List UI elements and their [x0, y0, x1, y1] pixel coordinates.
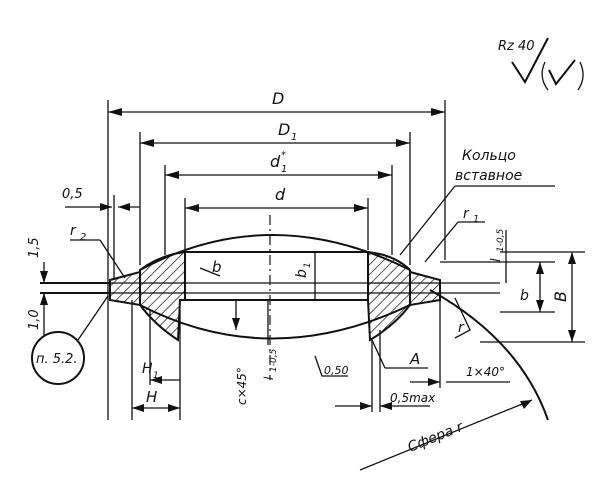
dimension-B: B — [480, 251, 585, 343]
dimension-angle: 1×40° — [410, 300, 510, 388]
label-r2-sub: 2 — [80, 232, 86, 243]
roughness-symbol: Rz 40 — [498, 37, 584, 91]
label-A: A — [409, 350, 420, 368]
sphere-callout: Сфера r — [359, 399, 533, 471]
label-ring-2: вставное — [455, 168, 522, 184]
label-note: п. 5.2. — [36, 352, 78, 367]
label-r1: r — [463, 206, 470, 222]
dimension-max: 0,5max — [335, 330, 436, 412]
label-l-top-sub: 1-0,5 — [496, 228, 506, 252]
label-chamfer: c×45° — [235, 367, 249, 405]
dimension-D: D — [107, 89, 446, 420]
dimension-d: d — [184, 185, 369, 250]
label-1-5: 1,5 — [27, 237, 42, 258]
label-b-right: b — [520, 288, 529, 304]
label-0-5: 0,5 — [62, 187, 83, 202]
dimension-b-right: b — [440, 261, 555, 313]
dimension-chamfer: c×45° — [232, 300, 249, 405]
dimension-b1: b 1 — [294, 252, 316, 300]
ring-callout: Кольцо вставное — [399, 148, 555, 256]
label-sphere: Сфера r — [406, 419, 467, 456]
label-l-bottom: l — [262, 376, 276, 380]
label-D1-sub: 1 — [291, 132, 297, 143]
note-callout: п. 5.2. — [31, 295, 109, 385]
label-r1-group: r 1 l 1-0,5 — [424, 206, 507, 283]
label-r2-group: r 2 — [70, 223, 126, 279]
left-dimensions: 0,5 1,5 1,0 — [27, 187, 140, 335]
label-surf: 0,50 — [324, 364, 349, 377]
label-l-bottom-sub: 1-0,5 — [269, 348, 279, 372]
roughness-label: Rz 40 — [498, 39, 535, 54]
callout-A: A — [371, 339, 428, 369]
label-H1: H — [142, 361, 153, 377]
label-H: H — [146, 388, 157, 406]
label-H1-sub: 1 — [153, 371, 159, 381]
label-d1-sup: * — [281, 150, 286, 161]
surface-mark: 0,50 — [314, 355, 349, 377]
label-max: 0,5max — [390, 391, 436, 405]
label-angle: 1×40° — [466, 365, 505, 379]
dimension-l-bottom: l 1-0,5 — [262, 300, 279, 380]
label-D1: D — [278, 120, 290, 139]
dimension-D1: D 1 — [139, 120, 411, 265]
label-1-0: 1,0 — [27, 309, 42, 330]
dimension-H: H 1 H — [131, 300, 181, 420]
label-r-small: r — [458, 320, 465, 336]
label-d: d — [275, 185, 286, 204]
label-B: B — [551, 291, 570, 302]
dimension-d1: d 1 * — [164, 150, 393, 255]
label-d1: d — [270, 152, 281, 171]
label-l-top: l — [489, 258, 504, 262]
label-b1: b — [294, 269, 310, 278]
label-d1-sub: 1 — [281, 164, 287, 175]
label-ring-1: Кольцо — [462, 148, 516, 164]
label-r1-sub: 1 — [473, 214, 479, 225]
lens-body — [40, 234, 500, 342]
label-D: D — [272, 89, 284, 108]
label-r2: r — [70, 223, 77, 239]
label-b1-sub: 1 — [303, 262, 313, 268]
sphere-arc: r — [429, 289, 549, 421]
label-b-top: b — [212, 258, 222, 276]
